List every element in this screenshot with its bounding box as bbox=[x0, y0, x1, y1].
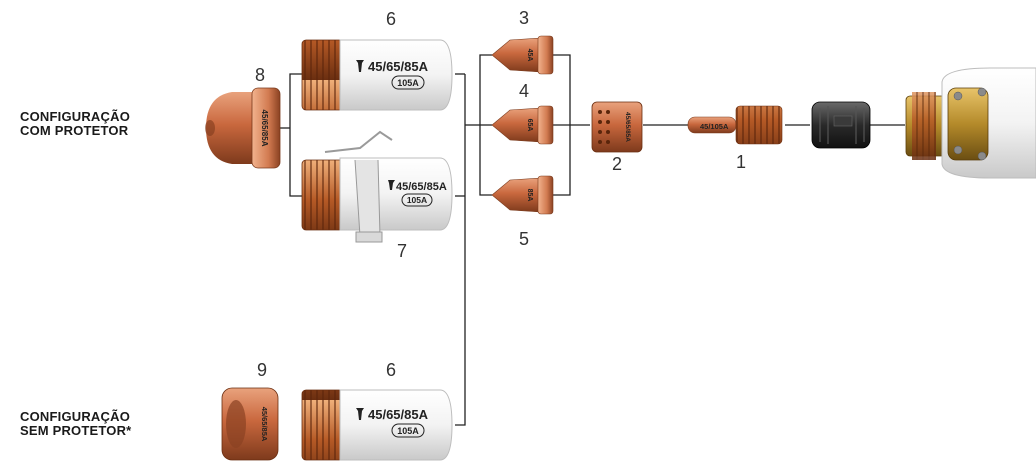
cap6-top-marking: 45/65/85A bbox=[368, 59, 429, 74]
config-without-shield-line-1: CONFIGURAÇÃO bbox=[20, 409, 131, 424]
part-number-9: 9 bbox=[257, 360, 267, 380]
cap6-top-badge: 105A bbox=[397, 78, 419, 88]
retaining-cap-6-bottom: 45/65/85A 105A bbox=[301, 389, 453, 461]
ohmic-clip bbox=[324, 130, 393, 243]
black-part-grips bbox=[819, 106, 865, 144]
config-with-shield-line-2: COM PROTETOR bbox=[20, 123, 129, 138]
part-number-2: 2 bbox=[612, 154, 622, 174]
brand-icon bbox=[356, 408, 364, 420]
cap6-bottom-badge: 105A bbox=[397, 426, 419, 436]
nozzle-3-marking: 45A bbox=[526, 49, 533, 62]
shield-8-marking: 45/65/85A bbox=[260, 110, 269, 147]
config-with-shield-label: CONFIGURAÇÃO COM PROTETOR bbox=[20, 110, 130, 138]
brand-icon bbox=[356, 60, 364, 72]
config-without-shield-label: CONFIGURAÇÃO SEM PROTETOR* bbox=[20, 410, 131, 438]
brand-icon bbox=[388, 180, 395, 190]
config-without-shield-line-2: SEM PROTETOR* bbox=[20, 423, 132, 438]
nozzle-4-marking: 65A bbox=[526, 119, 533, 132]
nozzle-5: 85A bbox=[491, 175, 554, 215]
part-number-4: 4 bbox=[519, 81, 529, 101]
nozzle-3: 45A bbox=[491, 35, 554, 75]
part-number-3: 3 bbox=[519, 8, 529, 28]
cap7-marking: 45/65/85A bbox=[396, 181, 447, 193]
part-number-6-top: 6 bbox=[386, 9, 396, 29]
part-number-5: 5 bbox=[519, 229, 529, 249]
bracket-cap-trunk bbox=[455, 74, 466, 426]
config-with-shield-line-1: CONFIGURAÇÃO bbox=[20, 109, 131, 124]
retaining-cap-6-top: 45/65/85A 105A bbox=[301, 39, 453, 111]
cap7-badge: 105A bbox=[407, 195, 427, 205]
shield-8: 45/65/85A bbox=[205, 87, 281, 169]
swirl-ring-2: 45/65/85A bbox=[591, 101, 643, 153]
deflector-9: 45/65/85A bbox=[221, 387, 279, 461]
deflector-9-marking: 45/65/85A bbox=[260, 407, 269, 442]
torch-screws bbox=[953, 87, 987, 161]
part-number-8: 8 bbox=[255, 65, 265, 85]
cap6-bottom-marking: 45/65/85A bbox=[368, 407, 429, 422]
retaining-cap-7: 45/65/85A 105A bbox=[301, 130, 453, 243]
nozzle-5-marking: 85A bbox=[526, 189, 533, 202]
electrode-1: 45/105A bbox=[687, 105, 783, 145]
part-number-1: 1 bbox=[736, 152, 746, 172]
torch-head bbox=[905, 67, 1036, 179]
swirl-ring-marking: 45/65/85A bbox=[624, 112, 631, 142]
black-part bbox=[811, 101, 871, 149]
connector-lines bbox=[280, 54, 905, 426]
electrode-marking: 45/105A bbox=[700, 122, 729, 131]
part-number-7: 7 bbox=[397, 241, 407, 261]
swirl-holes bbox=[598, 110, 610, 144]
nozzle-4: 65A bbox=[491, 105, 554, 145]
bracket-caps bbox=[289, 73, 302, 197]
part-number-6-bottom: 6 bbox=[386, 360, 396, 380]
